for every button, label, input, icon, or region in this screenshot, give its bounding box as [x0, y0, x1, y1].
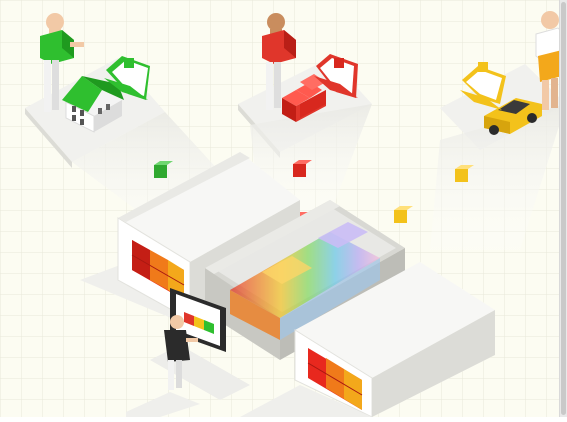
- scrollbar[interactable]: [559, 0, 567, 417]
- scrollbar-thumb[interactable]: [561, 2, 566, 415]
